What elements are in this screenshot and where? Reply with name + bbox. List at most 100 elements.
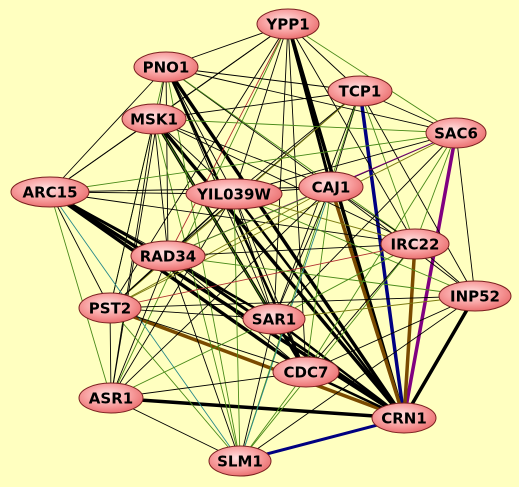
edge-arc15-crn1 xyxy=(48,190,406,420)
edge-pst2-crn1 xyxy=(108,306,406,420)
node-label: IRC22 xyxy=(390,236,439,254)
node-label: CDC7 xyxy=(284,364,329,382)
edge-caj1-pst2 xyxy=(109,186,332,309)
edge-rad34-crn1 xyxy=(166,254,406,420)
edge-ypp1-irc22 xyxy=(287,23,416,245)
edge-tcp1-yil039w xyxy=(233,90,361,195)
node-ellipse xyxy=(133,51,199,83)
edge-layer xyxy=(48,22,477,463)
node-label: SLM1 xyxy=(217,453,263,471)
edge-msk1-irc22 xyxy=(153,118,416,245)
edge-ypp1-yil039w xyxy=(233,23,289,195)
node-asr1[interactable]: ASR1 xyxy=(78,382,144,414)
edge-msk1-crn1 xyxy=(152,117,406,420)
edge-inp52-pst2 xyxy=(109,295,476,309)
edge-sar1-asr1 xyxy=(110,318,275,399)
node-label: TCP1 xyxy=(339,83,382,101)
node-slm1[interactable]: SLM1 xyxy=(208,445,272,477)
edge-sac6-sar1 xyxy=(273,132,457,320)
edge-sac6-arc15 xyxy=(49,132,457,193)
edge-ypp1-asr1 xyxy=(110,23,289,399)
edge-pst2-slm1 xyxy=(109,307,241,462)
edge-irc22-rad34 xyxy=(167,243,416,257)
node-ellipse xyxy=(327,75,393,107)
node-rad34[interactable]: RAD34 xyxy=(130,240,206,272)
node-label: PNO1 xyxy=(143,59,190,77)
node-label: SAR1 xyxy=(252,311,296,329)
edge-sac6-cdc7 xyxy=(305,132,457,373)
edge-pst2-cdc7 xyxy=(109,307,307,373)
node-ellipse xyxy=(425,117,487,149)
edge-sac6-irc22 xyxy=(414,132,457,245)
node-ellipse xyxy=(130,240,206,272)
node-irc22[interactable]: IRC22 xyxy=(380,228,450,260)
edge-inp52-cdc7 xyxy=(305,295,476,373)
edge-sac6-inp52 xyxy=(455,132,476,297)
edge-yil039w-asr1 xyxy=(110,193,235,399)
edge-irc22-pst2 xyxy=(109,243,416,309)
edge-caj1-sar1 xyxy=(273,186,332,320)
node-msk1[interactable]: MSK1 xyxy=(121,103,187,135)
edge-arc15-cdc7 xyxy=(48,190,308,374)
node-ellipse xyxy=(256,8,320,40)
node-label: PST2 xyxy=(89,300,131,318)
edge-cdc7-asr1 xyxy=(110,371,307,399)
edge-yil039w-slm1 xyxy=(233,193,241,462)
node-label: ASR1 xyxy=(89,390,133,408)
edge-msk1-rad34 xyxy=(153,118,169,257)
node-ellipse xyxy=(78,292,142,324)
edge-pno1-rad34 xyxy=(165,66,169,257)
node-tcp1[interactable]: TCP1 xyxy=(327,75,393,107)
edge-sar1-crn1 xyxy=(272,317,406,420)
node-yil039w[interactable]: YIL039W xyxy=(185,178,283,210)
edge-rad34-asr1 xyxy=(110,255,169,399)
edge-caj1-cdc7 xyxy=(305,186,332,373)
edge-sac6-pst2 xyxy=(109,132,457,309)
edge-arc15-pst2 xyxy=(49,191,111,309)
edge-tcp1-slm1 xyxy=(239,90,361,462)
edge-ypp1-rad34 xyxy=(167,23,289,257)
edge-cdc7-slm1 xyxy=(239,371,307,462)
node-ypp1[interactable]: YPP1 xyxy=(256,8,320,40)
edge-arc15-irc22 xyxy=(49,191,416,245)
edge-rad34-slm1 xyxy=(167,255,241,462)
node-ellipse xyxy=(298,171,364,203)
node-label: CAJ1 xyxy=(312,179,351,197)
edge-yil039w-cdc7 xyxy=(233,193,307,373)
edge-irc22-cdc7 xyxy=(305,243,416,373)
edge-pno1-irc22 xyxy=(165,66,416,245)
node-crn1[interactable]: CRN1 xyxy=(371,402,437,434)
edge-irc22-slm1 xyxy=(239,243,416,462)
node-pst2[interactable]: PST2 xyxy=(78,292,142,324)
node-ellipse xyxy=(10,176,90,208)
edge-yil039w-sar1 xyxy=(233,193,275,320)
node-sar1[interactable]: SAR1 xyxy=(242,303,306,335)
edge-pno1-yil039w xyxy=(165,66,235,195)
edge-rad34-cdc7 xyxy=(167,255,307,373)
node-caj1[interactable]: CAJ1 xyxy=(298,171,364,203)
edge-tcp1-msk1 xyxy=(153,90,361,120)
node-cdc7[interactable]: CDC7 xyxy=(272,356,340,388)
node-inp52[interactable]: INP52 xyxy=(438,280,512,312)
edge-pno1-crn1 xyxy=(164,65,406,420)
node-label: CRN1 xyxy=(381,410,427,428)
node-ellipse xyxy=(272,356,340,388)
edge-inp52-slm1 xyxy=(239,295,476,462)
edge-rad34-inp52 xyxy=(167,255,476,297)
node-pno1[interactable]: PNO1 xyxy=(133,51,199,83)
edge-irc22-crn1 xyxy=(402,242,417,420)
node-ellipse xyxy=(208,445,272,477)
node-label: SAC6 xyxy=(434,125,478,143)
node-arc15[interactable]: ARC15 xyxy=(10,176,90,208)
edge-pno1-arc15 xyxy=(49,66,167,193)
node-sac6[interactable]: SAC6 xyxy=(425,117,487,149)
edge-msk1-sar1 xyxy=(153,118,275,320)
node-label: MSK1 xyxy=(130,111,178,129)
node-ellipse xyxy=(380,228,450,260)
node-label: YPP1 xyxy=(265,16,309,34)
node-ellipse xyxy=(438,280,512,312)
edge-pno1-tcp1 xyxy=(165,66,361,92)
edge-msk1-sac6 xyxy=(153,118,457,134)
